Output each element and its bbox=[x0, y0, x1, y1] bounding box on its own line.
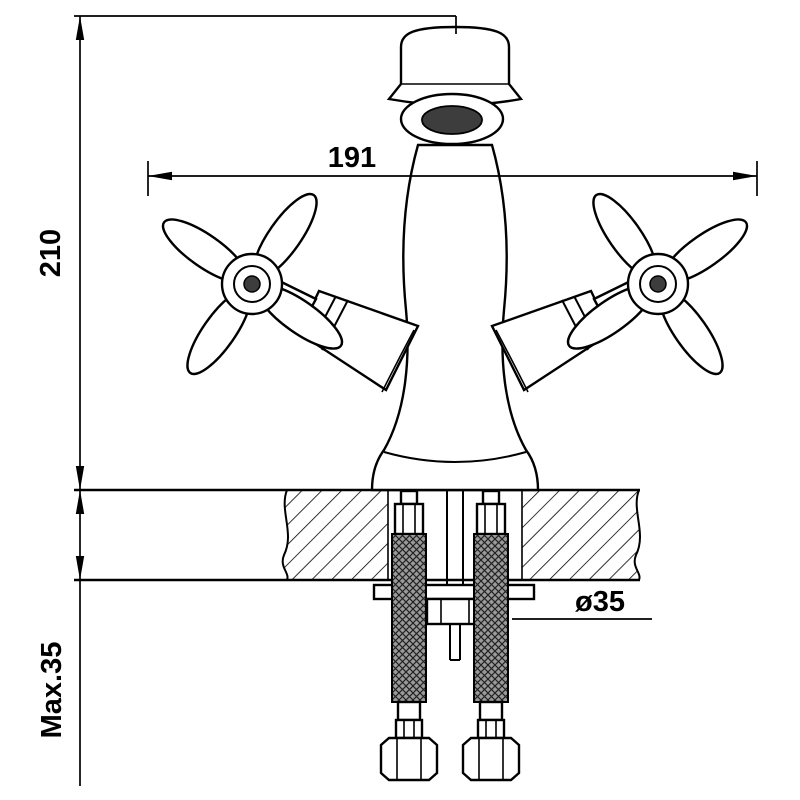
aerator-icon bbox=[421, 105, 483, 135]
countertop-section bbox=[74, 488, 641, 582]
counter-hatch-left bbox=[282, 490, 388, 580]
cross-handle-right bbox=[490, 184, 757, 394]
faucet-spout bbox=[386, 25, 524, 146]
cross-handle-left bbox=[153, 184, 420, 394]
counter-break-left bbox=[281, 489, 289, 581]
supply-hose-left bbox=[379, 489, 439, 782]
counter-break-right bbox=[633, 489, 641, 581]
body-outline bbox=[370, 143, 540, 492]
arrow-down-icon bbox=[75, 556, 85, 580]
faucet-body bbox=[370, 143, 540, 492]
label-hole-diameter: ø35 bbox=[575, 586, 625, 618]
dimension-overall-height: 210 bbox=[35, 15, 457, 490]
label-handle-span: 191 bbox=[328, 142, 376, 174]
dimension-deck-thickness: Max.35 bbox=[36, 490, 85, 786]
counter-hatch-right bbox=[522, 490, 641, 580]
mounting-hole-edges bbox=[387, 490, 523, 580]
arrow-right-icon bbox=[733, 171, 757, 181]
stud-lower-end bbox=[449, 624, 461, 661]
annotation-hole-diameter: ø35 bbox=[512, 586, 652, 620]
supply-hose-right bbox=[461, 489, 521, 782]
extension-ticks bbox=[147, 161, 758, 196]
label-deck-thickness: Max.35 bbox=[36, 642, 68, 739]
label-overall-height: 210 bbox=[35, 229, 67, 277]
arrow-up-icon bbox=[75, 16, 85, 40]
base-skirt-line bbox=[383, 451, 527, 463]
arrow-down-icon bbox=[75, 466, 85, 490]
arrow-up-icon bbox=[75, 490, 85, 514]
extension-line-top bbox=[74, 15, 457, 34]
arrow-left-icon bbox=[148, 171, 172, 181]
dimension-handle-span: 191 bbox=[147, 142, 758, 196]
threaded-stud bbox=[446, 490, 464, 598]
mounting-nut-facets bbox=[440, 599, 470, 624]
